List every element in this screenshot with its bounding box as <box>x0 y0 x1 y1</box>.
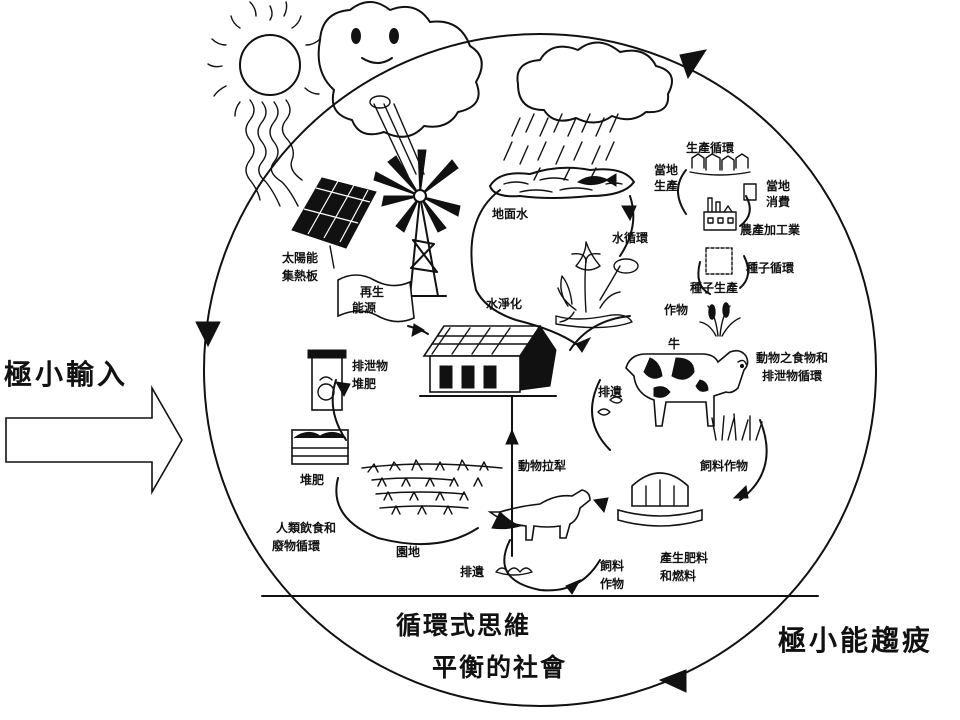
excreta-compost-label-2: 堆肥 <box>352 376 376 391</box>
outer-cycle-circle <box>195 33 877 707</box>
local-consumption-label-1: 當地 <box>766 178 790 193</box>
outhouse-icon <box>307 349 347 411</box>
local-consumption-label-2: 消費 <box>766 194 790 209</box>
seed-production-label: 種子生產 <box>690 280 738 295</box>
solar-panel-icon <box>291 177 377 269</box>
renewable-label-2: 能源 <box>352 300 376 315</box>
balanced-society-caption: 平衡的社會 <box>432 653 567 682</box>
animal-plough-label: 動物拉犁 <box>518 458 566 473</box>
fertilizer-fuel-label-2: 和燃料 <box>659 568 696 583</box>
diagram-labels: 太陽能 集熱板 地面水 水循環 水淨化 生產循環 當地 生產 當地 消費 農產加… <box>272 140 828 591</box>
cow-excrement-label: 排遺 <box>598 384 623 399</box>
animal-cycle-label-2: 排泄物循環 <box>762 368 823 383</box>
cow-label: 牛 <box>668 336 680 351</box>
local-production-label-1: 當地 <box>654 162 678 177</box>
compost-label: 堆肥 <box>300 472 324 487</box>
outer-arrow-bottom-icon <box>658 669 687 693</box>
surface-water-label: 地面水 <box>492 206 529 221</box>
solar-panel-label-2: 集熱板 <box>281 268 319 283</box>
minimal-input-caption: 極小輸入 <box>4 358 128 391</box>
feed-crops-label: 飼料作物 <box>699 458 748 473</box>
garden-plot-icon <box>361 459 503 515</box>
seed-cycle-box-icon <box>705 247 733 275</box>
local-production-label-2: 生產 <box>654 178 678 193</box>
windmill-icon <box>373 103 461 297</box>
horse-plough-icon <box>487 489 591 541</box>
inner-cycle-paths <box>331 169 768 592</box>
local-village-icon <box>689 153 757 201</box>
crops-label: 作物 <box>664 302 688 317</box>
excreta-compost-label-1: 排泄物 <box>352 358 388 373</box>
horse-excrement-label: 排遺 <box>460 564 485 579</box>
feed-crops-small-label-1: 飼料 <box>599 558 624 573</box>
sun-icon <box>207 1 321 207</box>
lotus-plant-icon <box>555 241 639 329</box>
circular-thinking-caption: 循環式思維 <box>396 611 531 640</box>
biogas-digester-icon <box>617 472 703 527</box>
garden-label: 園地 <box>396 544 420 559</box>
agri-processing-label: 農產加工業 <box>740 222 801 237</box>
grass-tuft-icon <box>597 396 763 441</box>
outer-arrow-top-icon <box>679 49 708 80</box>
seed-cycle-label: 種子循環 <box>746 260 795 275</box>
fertilizer-fuel-label-1: 產生肥料 <box>659 550 708 565</box>
manure-pile-icon <box>495 567 533 576</box>
rain-icon <box>503 113 619 181</box>
rain-cloud-icon <box>516 41 673 124</box>
production-cycle-label: 生產循環 <box>686 140 735 155</box>
renewable-energy-flag <box>337 274 415 323</box>
water-purify-label: 水淨化 <box>486 296 522 311</box>
factory-icon <box>703 197 737 231</box>
crop-plant-icon <box>699 302 741 337</box>
inner-cycle-arrowheads-icon <box>335 205 749 595</box>
compost-bin-icon <box>291 429 349 465</box>
outer-arrow-left-icon <box>195 321 221 348</box>
cow-icon <box>625 349 749 427</box>
feed-crops-small-label-2: 作物 <box>600 576 624 591</box>
animal-cycle-label-1: 動物之食物和 <box>756 350 828 365</box>
farmhouse-icon <box>419 325 557 397</box>
human-cycle-label-2: 廢物循環 <box>272 538 321 553</box>
minimal-entropy-caption: 極小能趨疲 <box>778 624 933 657</box>
water-cycle-label: 水循環 <box>612 230 649 245</box>
human-cycle-label-1: 人類飲食和 <box>276 520 336 535</box>
surface-water-pond-icon <box>489 166 635 199</box>
face-cloud-icon <box>317 1 483 138</box>
renewable-label-1: 再生 <box>360 284 384 299</box>
solar-panel-label-1: 太陽能 <box>282 250 318 265</box>
minimal-input-arrow-icon <box>5 385 183 495</box>
